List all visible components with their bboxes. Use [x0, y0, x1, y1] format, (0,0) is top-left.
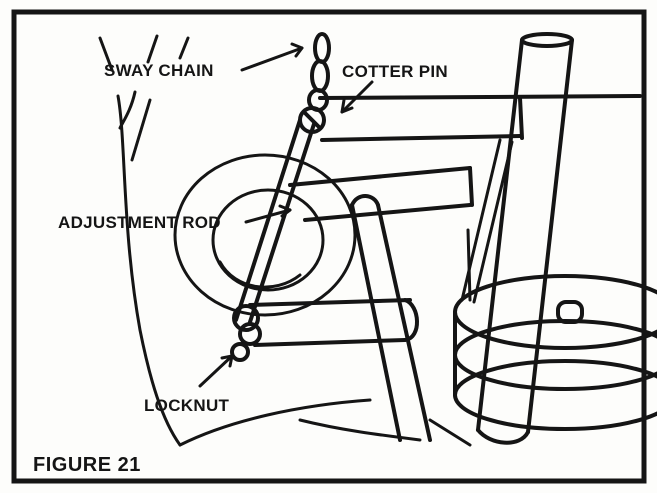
right-pulley [453, 274, 657, 431]
sway-chain-arrow [240, 46, 304, 72]
ground-lines [178, 398, 472, 447]
label-sway-chain: SWAY CHAIN [104, 61, 214, 80]
center-rod [350, 194, 432, 442]
vertical-post [476, 32, 574, 445]
middle-bar [288, 166, 474, 222]
cotter-pin-clevis [298, 106, 326, 134]
right-rod [460, 138, 514, 304]
left-wheel [173, 153, 357, 317]
leader-arrows [198, 42, 374, 388]
locknut-arrow [198, 354, 234, 388]
label-adjustment-rod: ADJUSTMENT ROD [58, 213, 221, 232]
figure-caption: FIGURE 21 [33, 454, 141, 476]
cotter-pin-arrow [340, 80, 374, 114]
locknut-assembly [230, 304, 262, 362]
label-locknut: LOCKNUT [144, 396, 230, 415]
adjustment-rod [234, 118, 316, 324]
adjustment-rod-arrow [244, 208, 292, 224]
grass-strokes [98, 34, 190, 447]
label-cotter-pin: COTTER PIN [342, 62, 448, 81]
figure-frame [11, 9, 647, 484]
upper-bar [318, 94, 642, 142]
